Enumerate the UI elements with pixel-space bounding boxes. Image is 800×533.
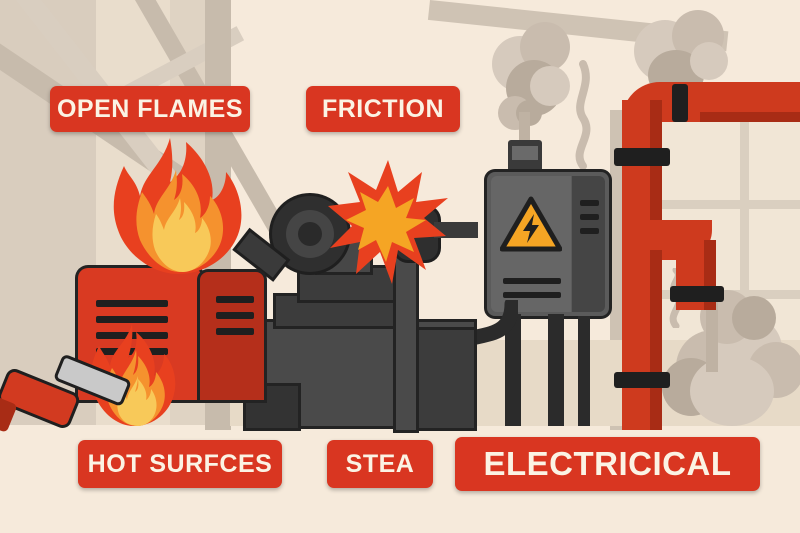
pipe-vertical-floor-shade <box>650 250 662 430</box>
label-electrical[interactable]: ELECTRICICAL <box>455 437 760 491</box>
electrical-conduit-band <box>512 146 538 160</box>
red-machine-side-vent-3 <box>216 328 254 335</box>
spark-burst-icon <box>328 160 448 284</box>
flame-large-icon <box>113 138 242 274</box>
red-machine-side <box>200 272 264 400</box>
pulley-shaft <box>434 222 478 238</box>
electrical-slat-2 <box>503 292 561 298</box>
window-grid-h1 <box>660 200 800 209</box>
pipe-shade-top <box>660 112 800 122</box>
pipe-collar-3 <box>614 372 670 388</box>
pipe-collar-2 <box>672 84 688 122</box>
pipe-collar-1 <box>614 148 670 166</box>
smoke-stem <box>519 112 530 152</box>
red-machine-side-vent-1 <box>216 296 254 303</box>
electrical-vent-1 <box>580 200 599 206</box>
machine-block-right <box>412 330 474 428</box>
machine-block-mid <box>276 296 412 326</box>
machine-block-upper <box>300 268 396 300</box>
flame-small-icon <box>90 324 176 426</box>
electrical-slat-1 <box>503 278 561 284</box>
hazard-triangle-icon <box>500 196 562 252</box>
electrical-leg-1 <box>505 314 521 426</box>
window-grid-v1 <box>740 120 749 350</box>
electrical-leg-3 <box>578 316 590 426</box>
pipe-collar-spout <box>670 286 724 302</box>
heat-squiggle-icon-2 <box>575 60 591 170</box>
label-hot-surfaces[interactable]: HOT SURFCES <box>78 440 282 488</box>
electrical-leg-2 <box>548 314 564 426</box>
label-open-flames[interactable]: OPEN FLAMES <box>50 86 250 132</box>
red-machine-vent-2 <box>96 316 168 323</box>
machine-post <box>396 250 416 430</box>
steam-jet <box>706 292 718 372</box>
electrical-box-side <box>572 176 605 312</box>
red-machine-vent-4 <box>96 348 168 355</box>
label-steam[interactable]: STEA <box>327 440 433 488</box>
electrical-vent-3 <box>580 228 599 234</box>
electrical-vent-2 <box>580 214 599 220</box>
pulley-hub <box>298 222 322 246</box>
red-machine-side-vent-2 <box>216 312 254 319</box>
red-machine-vent-1 <box>96 300 168 307</box>
label-friction[interactable]: FRICTION <box>306 86 460 132</box>
